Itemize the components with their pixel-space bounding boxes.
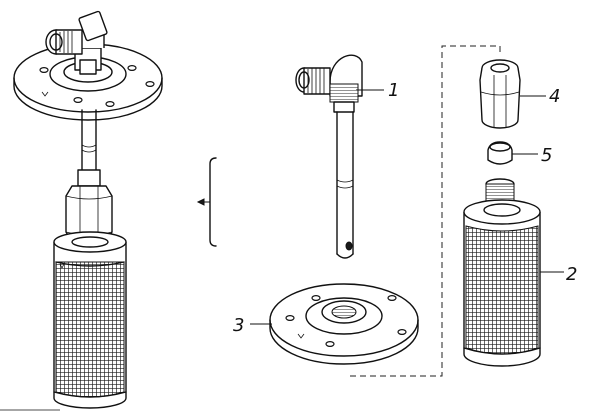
assembled-filter-cartridge (53, 231, 127, 409)
part-5-ferrule (487, 141, 513, 165)
flange-bolt-hole (73, 96, 83, 103)
tube-port-hole (345, 241, 353, 251)
part-1-elbow (295, 54, 363, 113)
flange-bolt-hole (397, 329, 407, 336)
assembled-flange (13, 43, 163, 121)
assembled-tube (77, 109, 101, 187)
part-2-filter-cartridge (463, 178, 541, 367)
assembly-bracket (196, 157, 217, 247)
callout-1: 1 (388, 80, 399, 101)
leader-lines (250, 89, 564, 325)
flange-bolt-hole (39, 66, 49, 73)
flange-bolt-hole (311, 295, 321, 302)
flange-bolt-hole (387, 295, 397, 302)
flange-bolt-hole (127, 64, 137, 71)
part-1-elbow-tube (295, 54, 363, 259)
assembled-elbow-fitting (45, 10, 108, 75)
part-4-hex-nut (479, 59, 521, 129)
part-3-flange (269, 283, 419, 365)
assembled-unit (13, 10, 163, 409)
callout-5: 5 (541, 145, 552, 166)
callout-4: 4 (549, 86, 560, 107)
flange-bolt-hole (145, 80, 155, 87)
kit-dashed-bracket (346, 45, 501, 377)
callout-2: 2 (566, 264, 577, 285)
part-1-tube (336, 111, 354, 259)
flange-bolt-hole (325, 341, 335, 348)
flange-bolt-hole (285, 315, 295, 322)
flange-bolt-hole (105, 100, 115, 107)
callout-3: 3 (233, 315, 244, 336)
